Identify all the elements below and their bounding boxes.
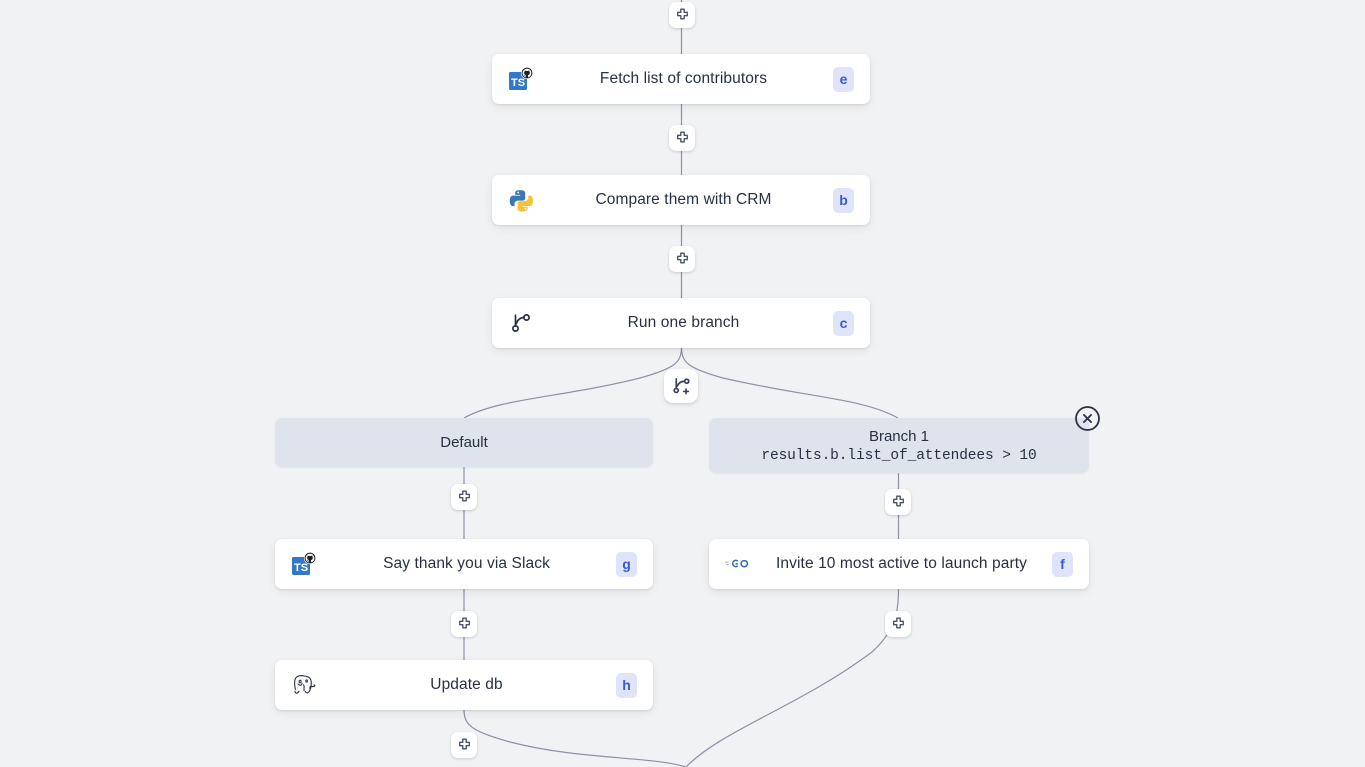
branch-condition: results.b.list_of_attendees > 10 — [761, 447, 1037, 464]
plus-icon — [458, 617, 470, 628]
branch-name: Branch 1 — [868, 427, 930, 445]
svg-text:TS: TS — [511, 77, 525, 89]
node-shortcut-badge[interactable]: e — [833, 66, 854, 92]
python-icon — [508, 187, 534, 213]
add-step-button-after-invite[interactable] — [885, 611, 911, 637]
node-shortcut-badge[interactable]: c — [833, 310, 854, 336]
node-title: Run one branch — [627, 314, 740, 331]
node-title: Invite 10 most active to launch party — [776, 555, 1027, 572]
remove-branch-button[interactable] — [1074, 405, 1101, 432]
typescript-github-icon: TS — [291, 551, 317, 577]
add-step-button-after-slack[interactable] — [451, 611, 477, 637]
go-icon — [725, 551, 751, 577]
add-step-button-after-update-db[interactable] — [451, 732, 477, 758]
node-shortcut-badge[interactable]: b — [833, 187, 854, 213]
branch-label-default[interactable]: Default — [275, 418, 653, 467]
add-step-button-after-compare[interactable] — [669, 246, 695, 272]
node-shortcut-badge[interactable]: h — [616, 672, 637, 698]
add-step-button-after-fetch[interactable] — [669, 125, 695, 151]
plus-icon — [892, 617, 904, 628]
git-branch-icon — [508, 310, 534, 336]
node-compare-them-with-crm[interactable]: Compare them with CRM b — [492, 175, 870, 225]
close-circle-icon — [1075, 406, 1100, 431]
add-step-button-default-branch[interactable] — [451, 484, 477, 510]
node-title: Compare them with CRM — [595, 191, 772, 208]
node-fetch-list-of-contributors[interactable]: TS Fetch list of contributors e — [492, 54, 870, 104]
node-shortcut-badge[interactable]: f — [1052, 551, 1073, 577]
node-say-thank-you-via-slack[interactable]: TS Say thank you via Slack g — [275, 539, 653, 589]
svg-text:TS: TS — [294, 562, 308, 574]
branch-label-branch-1[interactable]: Branch 1 results.b.list_of_attendees > 1… — [709, 418, 1089, 473]
node-title: Say thank you via Slack — [383, 555, 550, 572]
node-shortcut-badge[interactable]: g — [616, 551, 637, 577]
plus-icon — [676, 8, 688, 19]
plus-icon — [458, 490, 470, 501]
plus-icon — [892, 495, 904, 506]
node-title: Update db — [430, 676, 503, 693]
add-branch-button[interactable] — [664, 369, 698, 403]
typescript-github-icon: TS — [508, 66, 534, 92]
plus-icon — [676, 252, 688, 263]
branch-plus-icon — [672, 377, 690, 395]
plus-icon — [458, 738, 470, 749]
node-update-db[interactable]: Update db h — [275, 660, 653, 710]
plus-icon — [676, 131, 688, 142]
add-step-button-branch-1[interactable] — [885, 489, 911, 515]
node-title: Fetch list of contributors — [599, 70, 768, 87]
add-step-button-top[interactable] — [669, 2, 695, 28]
branch-name: Default — [440, 434, 488, 451]
postgresql-icon — [291, 672, 317, 698]
node-run-one-branch[interactable]: Run one branch c — [492, 298, 870, 348]
node-invite-10-most-active-to-launch-party[interactable]: Invite 10 most active to launch party f — [709, 539, 1089, 589]
